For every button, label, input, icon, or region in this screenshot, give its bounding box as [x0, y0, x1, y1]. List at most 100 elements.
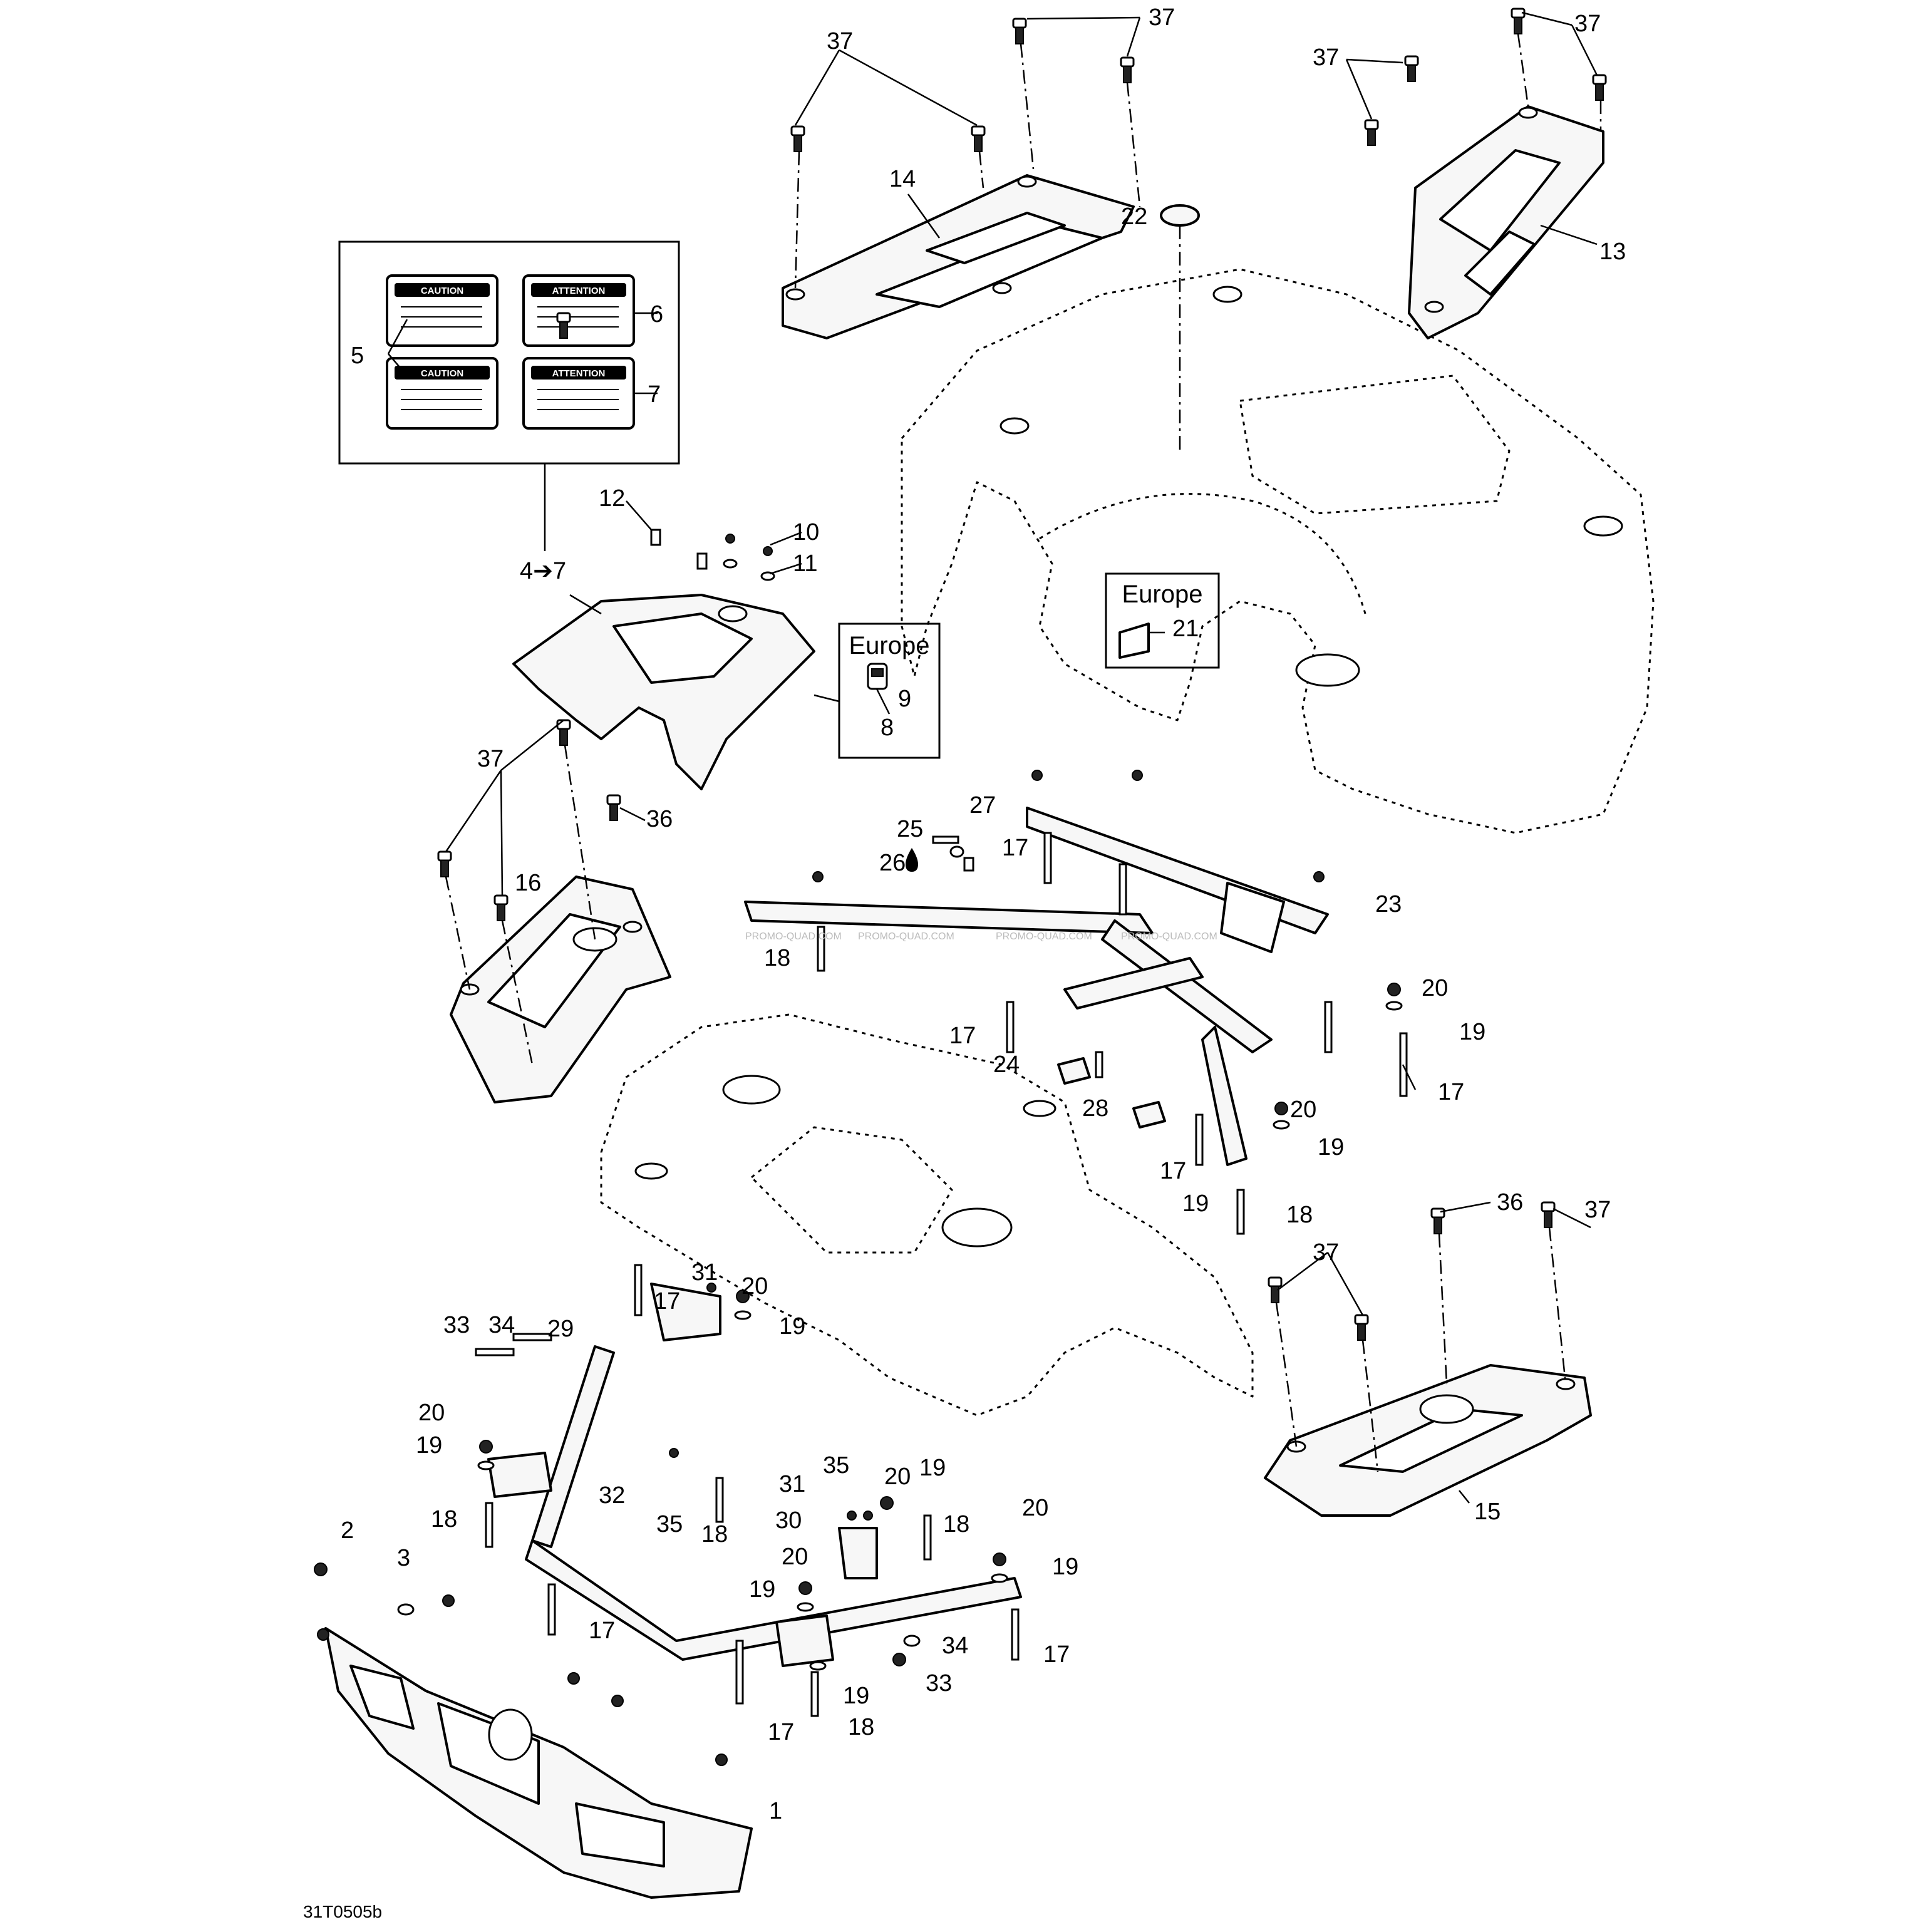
callout-20: 20	[884, 1464, 911, 1490]
bolt-18	[923, 1514, 932, 1561]
washer-19	[797, 1602, 814, 1612]
callout-19: 19	[1318, 1134, 1344, 1160]
nut-20	[1387, 983, 1401, 996]
rivet-37	[1012, 18, 1027, 44]
bolt-bumper	[715, 1754, 728, 1766]
callout-13: 13	[1599, 239, 1626, 265]
callout-24: 24	[993, 1051, 1020, 1078]
washer-19	[1385, 1001, 1403, 1011]
nut-35	[863, 1511, 873, 1521]
leader-lines	[387, 11, 1598, 1504]
callout-6: 6	[650, 301, 663, 328]
bolt-17	[1043, 832, 1052, 884]
decal-kit-box: CAUTION ATTENTION CAUTION ATTENTION	[338, 240, 680, 551]
threadlocker-26-icon	[906, 848, 918, 872]
callout-19: 19	[416, 1432, 442, 1459]
nut-20	[993, 1552, 1006, 1566]
bolt-34	[512, 1333, 552, 1341]
callout-37: 37	[1574, 11, 1601, 37]
front-storage-cover	[512, 594, 815, 790]
callout-23: 23	[1375, 891, 1402, 917]
callout-19: 19	[1182, 1191, 1209, 1217]
callout-3: 3	[397, 1545, 410, 1571]
bolt-2	[314, 1563, 328, 1576]
watermark: PROMO-QUAD.COM PROMO-QUAD.COM PROMO-QUAD…	[745, 931, 1217, 942]
callout-20: 20	[418, 1400, 445, 1426]
svg-text:PROMO-QUAD.COM: PROMO-QUAD.COM	[858, 931, 954, 942]
bolt-17	[1006, 1001, 1015, 1053]
bolt-17	[1118, 863, 1127, 916]
callout-17: 17	[654, 1288, 680, 1315]
decal-caution-top-title: CAUTION	[421, 286, 463, 296]
rivet-37	[971, 125, 986, 152]
bolt-12	[696, 552, 708, 570]
decal-attention-top: ATTENTION	[522, 274, 635, 347]
callout-35: 35	[656, 1511, 683, 1537]
callout-5: 5	[351, 343, 364, 369]
nut-10	[725, 534, 735, 544]
callout-33: 33	[443, 1312, 470, 1338]
callout-7: 7	[648, 381, 661, 408]
callout-17: 17	[1438, 1079, 1464, 1105]
decal-attention-bottom-title: ATTENTION	[552, 368, 606, 379]
callout-29: 29	[547, 1316, 574, 1342]
callout-17: 17	[1160, 1158, 1186, 1184]
callout-20: 20	[1022, 1495, 1048, 1521]
callout-12: 12	[599, 485, 625, 512]
callout-17: 17	[768, 1719, 794, 1745]
washer-19	[991, 1573, 1008, 1583]
callout-31: 31	[779, 1471, 805, 1497]
callout-19: 19	[779, 1313, 805, 1340]
callout-9: 9	[898, 686, 911, 712]
decal-caution-top: CAUTION	[386, 274, 498, 347]
rivet-37	[1120, 56, 1135, 83]
rivet-37	[493, 894, 509, 921]
callout-37: 37	[1584, 1197, 1611, 1223]
washer-19	[477, 1460, 495, 1470]
bolt-bumper	[567, 1672, 580, 1685]
nut-20	[479, 1440, 493, 1454]
rivet-37	[437, 850, 452, 877]
callout-25: 25	[897, 816, 923, 842]
callout-2: 2	[341, 1517, 354, 1544]
callout-37: 37	[827, 28, 853, 54]
rear-rack-13	[1408, 105, 1604, 339]
washer-19	[809, 1661, 827, 1671]
washer-3	[397, 1603, 415, 1616]
bolt-18	[817, 926, 825, 972]
push-rivets	[437, 8, 1607, 1341]
front-fender-body	[600, 1013, 1254, 1417]
bolt-18	[1236, 1189, 1245, 1235]
washer-11	[723, 559, 738, 569]
front-bumper-1	[324, 1627, 753, 1899]
callout-1: 1	[769, 1798, 782, 1824]
bolt-bumper	[317, 1628, 329, 1641]
front-rack-15	[1264, 1364, 1592, 1517]
callout-36: 36	[646, 806, 673, 832]
callout-22: 22	[1121, 204, 1147, 230]
decal-attention-top-title: ATTENTION	[552, 286, 606, 296]
callout-34: 34	[942, 1633, 968, 1659]
front-support-frame-29	[487, 1283, 1022, 1667]
callout-19: 19	[1459, 1019, 1485, 1045]
svg-text:PROMO-QUAD.COM: PROMO-QUAD.COM	[996, 931, 1092, 942]
bolt-28	[1095, 1051, 1103, 1078]
rivet-37	[1592, 74, 1607, 101]
washer-19	[1273, 1120, 1290, 1130]
callout-19: 19	[843, 1683, 869, 1709]
callout-10: 10	[793, 519, 819, 545]
callout-11: 11	[793, 550, 817, 577]
europe-box-decal: Europe	[1105, 572, 1220, 669]
bolt-17	[735, 1640, 744, 1705]
rear-fender-body	[901, 268, 1655, 834]
callout-30: 30	[775, 1507, 802, 1534]
svg-text:PROMO-QUAD.COM: PROMO-QUAD.COM	[745, 931, 842, 942]
callout-33: 33	[926, 1670, 952, 1697]
callout-36: 36	[1497, 1189, 1523, 1216]
callout-18: 18	[764, 945, 790, 971]
bolt-12	[650, 529, 661, 546]
bolt-25	[932, 835, 959, 844]
bolt-17	[634, 1264, 643, 1316]
bolt-17	[1324, 1001, 1333, 1053]
